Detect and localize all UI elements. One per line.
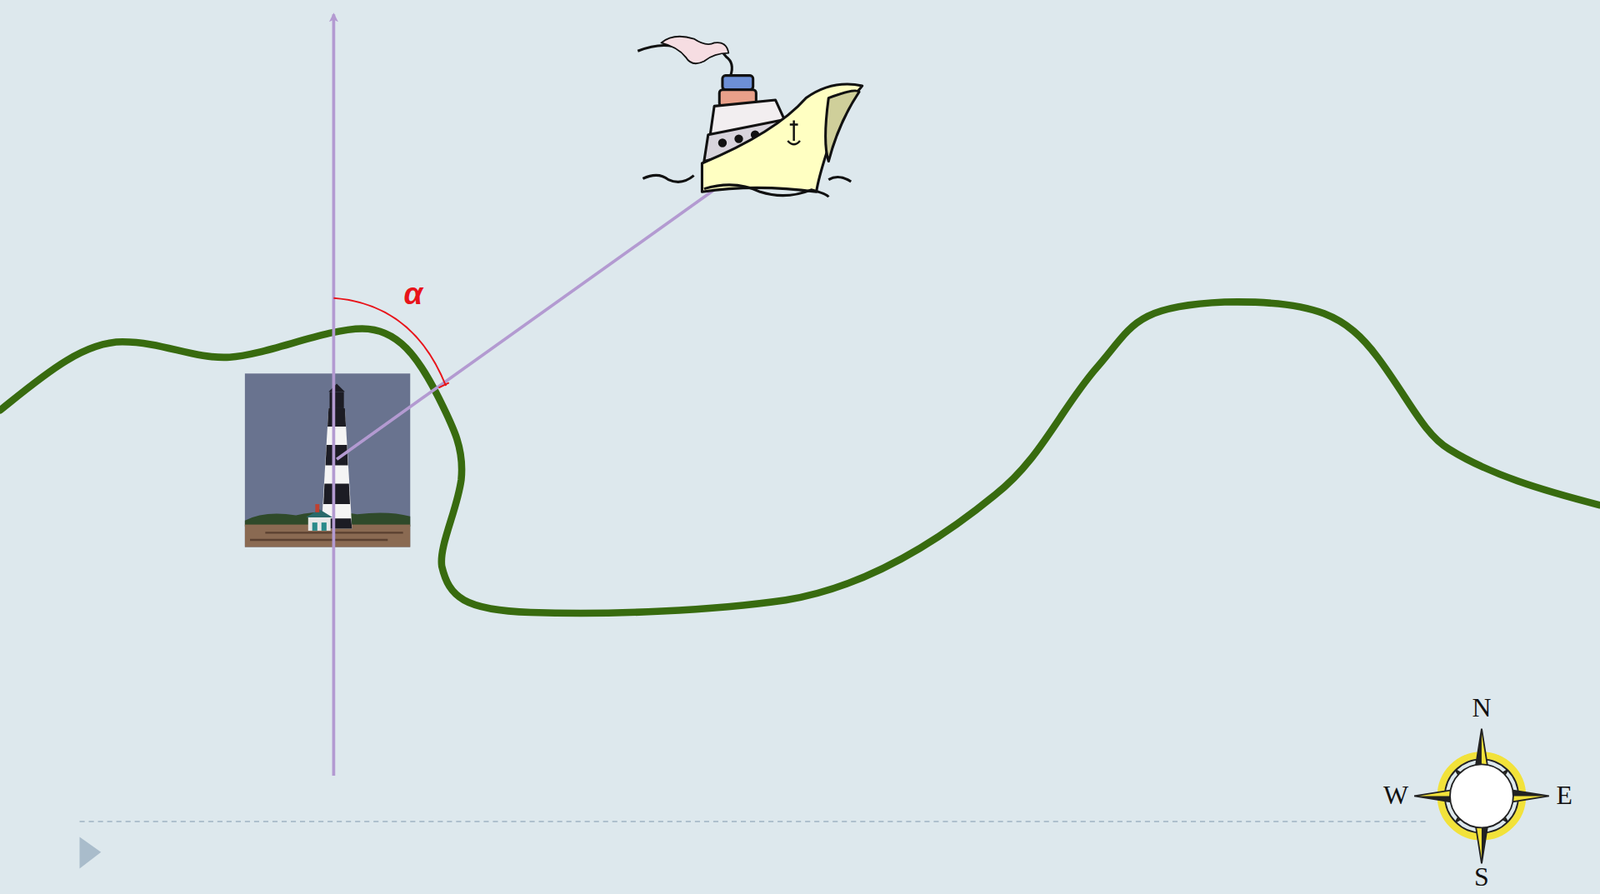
label-text: S bbox=[1474, 862, 1490, 892]
bearing-arrow bbox=[336, 149, 772, 460]
compass-letter: S bbox=[1474, 864, 1490, 891]
footer-triangle bbox=[80, 836, 102, 869]
angle-tick bbox=[439, 382, 450, 388]
compass-rose bbox=[1414, 729, 1550, 865]
ship-picture bbox=[637, 36, 862, 198]
angle-arc bbox=[333, 298, 446, 386]
north-line bbox=[332, 14, 336, 776]
label-text: N bbox=[1471, 693, 1491, 723]
label-text: W bbox=[1383, 780, 1409, 810]
footer-rule bbox=[80, 820, 1430, 822]
angle-label: α bbox=[404, 278, 424, 310]
label-text: E bbox=[1555, 780, 1572, 810]
coastline bbox=[0, 301, 1600, 614]
compass-letter: E bbox=[1555, 782, 1572, 810]
lighthouse-picture bbox=[245, 373, 410, 547]
label-text: α bbox=[404, 275, 424, 310]
compass-letter: W bbox=[1383, 782, 1409, 810]
compass-letter: N bbox=[1471, 695, 1491, 722]
